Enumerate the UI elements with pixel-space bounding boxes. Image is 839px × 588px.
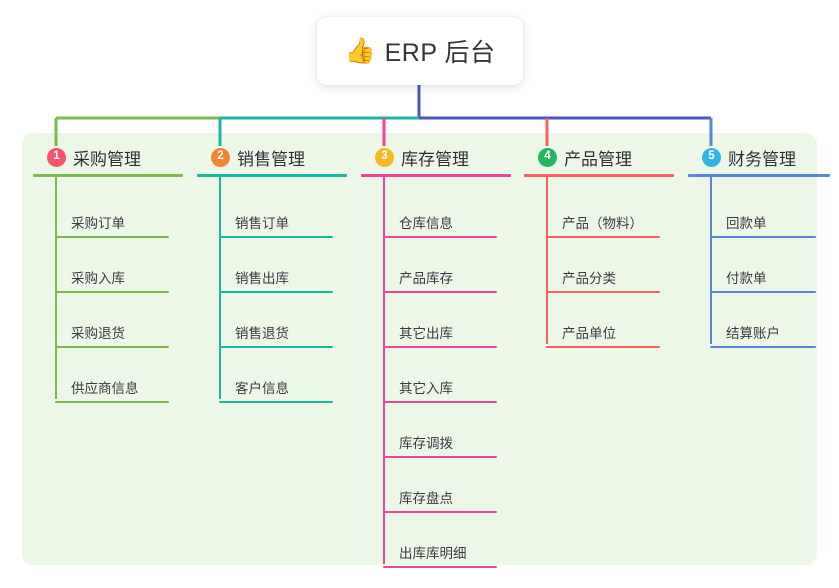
leaf-node[interactable]: 产品（物料） — [546, 212, 660, 238]
branch-spine — [219, 177, 221, 399]
leaf-rule — [219, 291, 333, 293]
branch-column-1: 1 采购管理采购订单采购入库采购退货供应商信息 — [33, 143, 183, 403]
leaf-label: 付款单 — [726, 271, 767, 286]
leaf-node[interactable]: 回款单 — [710, 212, 816, 238]
branch-header-rule — [361, 174, 511, 177]
branch-label: 财务管理 — [728, 149, 796, 169]
leaf-label: 产品（物料） — [562, 216, 643, 231]
branch-spine — [546, 177, 548, 344]
leaf-label: 产品单位 — [562, 326, 616, 341]
leaf-node[interactable]: 供应商信息 — [55, 377, 169, 403]
leaf-rule — [383, 456, 497, 458]
leaf-label: 产品分类 — [562, 271, 616, 286]
leaf-label: 产品库存 — [399, 271, 453, 286]
leaf-rule — [55, 236, 169, 238]
leaf-node[interactable]: 产品单位 — [546, 322, 660, 348]
leaf-node[interactable]: 库存盘点 — [383, 487, 497, 513]
leaf-rule — [383, 566, 497, 568]
leaf-node[interactable]: 销售退货 — [219, 322, 333, 348]
leaf-label: 销售订单 — [235, 216, 289, 231]
leaf-label: 销售退货 — [235, 326, 289, 341]
leaf-node[interactable]: 销售订单 — [219, 212, 333, 238]
leaf-label: 采购入库 — [71, 271, 125, 286]
branch-number-badge: 4 — [538, 147, 557, 167]
leaf-label: 客户信息 — [235, 381, 289, 396]
diagram-background-panel — [22, 133, 817, 565]
branch-header-2[interactable]: 2 销售管理 — [197, 143, 347, 171]
leaf-rule — [383, 511, 497, 513]
leaf-rule — [55, 401, 169, 403]
leaf-label: 销售出库 — [235, 271, 289, 286]
branch-label: 采购管理 — [73, 149, 141, 169]
leaf-label: 其它入库 — [399, 381, 453, 396]
leaf-node[interactable]: 采购退货 — [55, 322, 169, 348]
thumbs-up-icon: 👍 — [344, 36, 376, 65]
leaf-rule — [383, 291, 497, 293]
leaf-node[interactable]: 其它出库 — [383, 322, 497, 348]
leaf-rule — [710, 291, 816, 293]
leaf-label: 库存调拨 — [399, 436, 453, 451]
leaf-rule — [55, 291, 169, 293]
branch-header-rule — [524, 174, 674, 177]
leaf-node[interactable]: 其它入库 — [383, 377, 497, 403]
branch-number-badge: 5 — [702, 147, 721, 167]
leaf-node[interactable]: 结算账户 — [710, 322, 816, 348]
branch-column-4: 4 产品管理产品（物料） 产品分类产品单位 — [524, 143, 674, 348]
leaf-rule — [383, 401, 497, 403]
leaf-label: 采购订单 — [71, 216, 125, 231]
leaf-node[interactable]: 产品库存 — [383, 267, 497, 293]
leaf-label: 出库库明细 — [399, 546, 467, 561]
branch-spine — [383, 177, 385, 564]
leaf-node[interactable]: 销售出库 — [219, 267, 333, 293]
leaf-label: 回款单 — [726, 216, 767, 231]
branch-column-5: 5 财务管理回款单付款单结算账户 — [688, 143, 830, 348]
branch-header-3[interactable]: 3 库存管理 — [361, 143, 511, 171]
leaf-rule — [383, 236, 497, 238]
branch-spine — [55, 177, 57, 399]
leaf-node[interactable]: 采购订单 — [55, 212, 169, 238]
branch-number-badge: 3 — [375, 147, 394, 167]
branch-header-5[interactable]: 5 财务管理 — [688, 143, 830, 171]
branch-header-rule — [197, 174, 347, 177]
branch-number-badge: 1 — [47, 147, 66, 167]
leaf-rule — [383, 346, 497, 348]
leaf-label: 库存盘点 — [399, 491, 453, 506]
leaf-node[interactable]: 付款单 — [710, 267, 816, 293]
branch-label: 销售管理 — [237, 149, 305, 169]
leaf-rule — [219, 236, 333, 238]
leaf-label: 结算账户 — [726, 326, 780, 341]
root-node[interactable]: 👍 ERP 后台 — [317, 17, 523, 85]
branch-column-3: 3 库存管理仓库信息产品库存其它出库其它入库库存调拨库存盘点出库库明细 — [361, 143, 511, 568]
leaf-rule — [546, 236, 660, 238]
leaf-rule — [219, 346, 333, 348]
branch-spine — [710, 177, 712, 344]
branch-header-4[interactable]: 4 产品管理 — [524, 143, 674, 171]
branch-header-1[interactable]: 1 采购管理 — [33, 143, 183, 171]
leaf-rule — [55, 346, 169, 348]
branch-header-rule — [688, 174, 830, 177]
leaf-label: 供应商信息 — [71, 381, 139, 396]
root-node-title: ERP 后台 — [384, 39, 496, 67]
branch-number-badge: 2 — [211, 147, 230, 167]
leaf-node[interactable]: 仓库信息 — [383, 212, 497, 238]
branch-column-2: 2 销售管理销售订单销售出库销售退货客户信息 — [197, 143, 347, 403]
leaf-rule — [546, 346, 660, 348]
branch-header-rule — [33, 174, 183, 177]
leaf-rule — [710, 346, 816, 348]
branch-label: 产品管理 — [564, 149, 632, 169]
leaf-node[interactable]: 库存调拨 — [383, 432, 497, 458]
leaf-label: 其它出库 — [399, 326, 453, 341]
branch-label: 库存管理 — [401, 149, 469, 169]
leaf-node[interactable]: 采购入库 — [55, 267, 169, 293]
leaf-rule — [546, 291, 660, 293]
leaf-rule — [710, 236, 816, 238]
leaf-rule — [219, 401, 333, 403]
leaf-node[interactable]: 客户信息 — [219, 377, 333, 403]
leaf-label: 仓库信息 — [399, 216, 453, 231]
leaf-label: 采购退货 — [71, 326, 125, 341]
leaf-node[interactable]: 产品分类 — [546, 267, 660, 293]
leaf-node[interactable]: 出库库明细 — [383, 542, 497, 568]
